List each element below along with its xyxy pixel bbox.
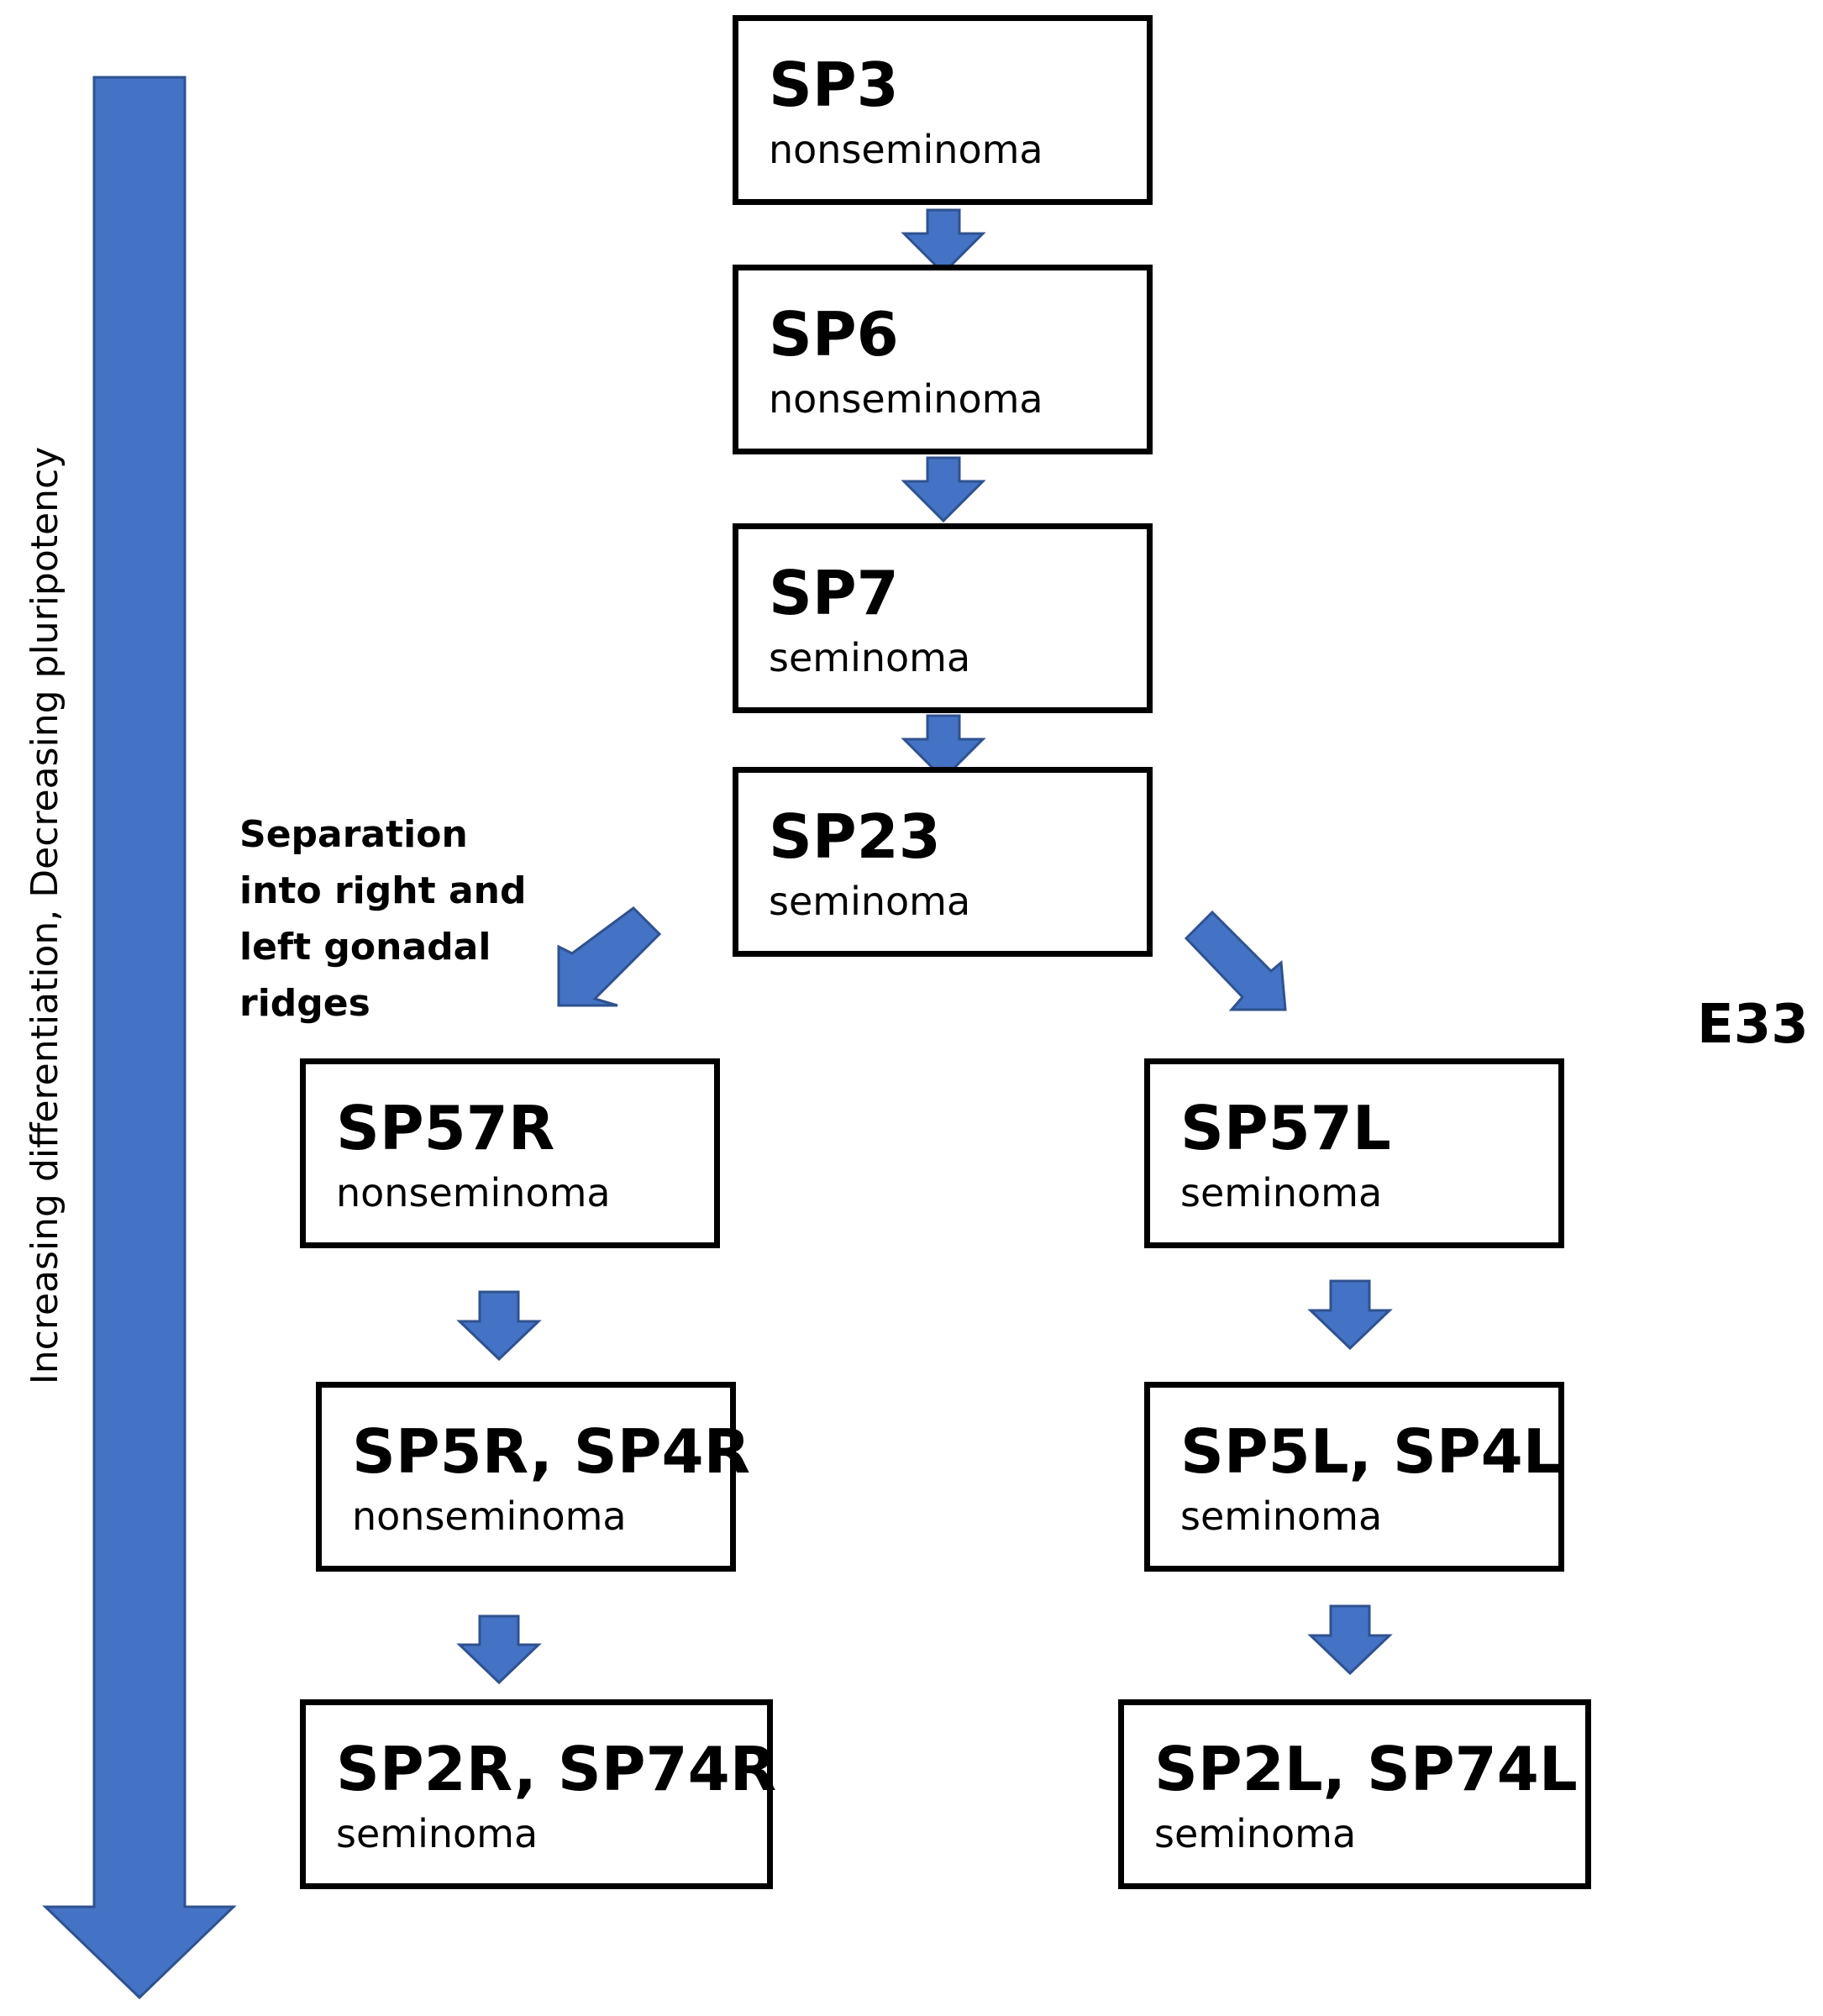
node-type: seminoma <box>769 635 971 680</box>
arrow-sp3-to-sp6 <box>901 208 986 276</box>
axis-arrow-down <box>42 76 237 2000</box>
node-title: SP3 <box>769 50 899 120</box>
separation-note-line: ridges <box>239 982 370 1025</box>
node-sp57l: SP57L seminoma <box>1144 1058 1564 1248</box>
node-title: SP57L <box>1180 1093 1391 1163</box>
node-title: SP57R <box>336 1093 555 1163</box>
node-type: seminoma <box>1180 1494 1383 1539</box>
node-sp3: SP3 nonseminoma <box>733 15 1153 205</box>
node-type: seminoma <box>1180 1170 1383 1215</box>
node-type: nonseminoma <box>769 127 1043 172</box>
arrow-sp5l-to-sp2l <box>1307 1604 1393 1676</box>
node-sp23: SP23 seminoma <box>733 767 1153 957</box>
node-sp7: SP7 seminoma <box>733 523 1153 713</box>
arrow-sp23-to-sp57l <box>1184 910 1287 1011</box>
node-type: nonseminoma <box>336 1170 611 1215</box>
separation-note-line: left gonadal <box>239 926 491 969</box>
node-sp2r-sp74r: SP2R, SP74R seminoma <box>300 1699 777 1889</box>
separation-note-line: into right and <box>239 869 527 912</box>
arrow-sp23-to-sp57r <box>557 906 662 1007</box>
node-title: SP23 <box>769 801 941 872</box>
node-type: nonseminoma <box>352 1494 627 1539</box>
node-type: seminoma <box>336 1811 538 1856</box>
separation-note: Separation into right and left gonadal r… <box>239 806 542 1032</box>
arrow-sp6-to-sp7 <box>901 456 986 523</box>
node-type: seminoma <box>769 879 971 924</box>
node-type: seminoma <box>1154 1811 1357 1856</box>
node-sp57r: SP57R nonseminoma <box>300 1058 720 1248</box>
arrow-sp7-to-sp23 <box>901 714 986 781</box>
node-title: SP7 <box>769 558 899 628</box>
node-title: SP5R, SP4R <box>352 1416 751 1487</box>
node-title: SP6 <box>769 299 899 370</box>
arrow-sp57r-to-sp5r <box>456 1290 542 1362</box>
arrow-sp5r-to-sp2r <box>456 1614 542 1685</box>
node-sp5l-sp4l: SP5L, SP4L seminoma <box>1144 1382 1564 1572</box>
node-sp6: SP6 nonseminoma <box>733 265 1153 454</box>
embryo-label: E33 <box>1697 994 1809 1056</box>
node-sp5r-sp4r: SP5R, SP4R nonseminoma <box>316 1382 751 1572</box>
axis-label: Increasing differentiation, Decreasing p… <box>24 446 66 1385</box>
separation-note-line: Separation <box>239 813 468 856</box>
node-title: SP2L, SP74L <box>1154 1734 1578 1804</box>
node-title: SP2R, SP74R <box>336 1734 777 1804</box>
arrow-sp57l-to-sp5l <box>1307 1279 1393 1351</box>
node-type: nonseminoma <box>769 376 1043 422</box>
node-sp2l-sp74l: SP2L, SP74L seminoma <box>1118 1699 1591 1889</box>
node-title: SP5L, SP4L <box>1180 1416 1562 1487</box>
